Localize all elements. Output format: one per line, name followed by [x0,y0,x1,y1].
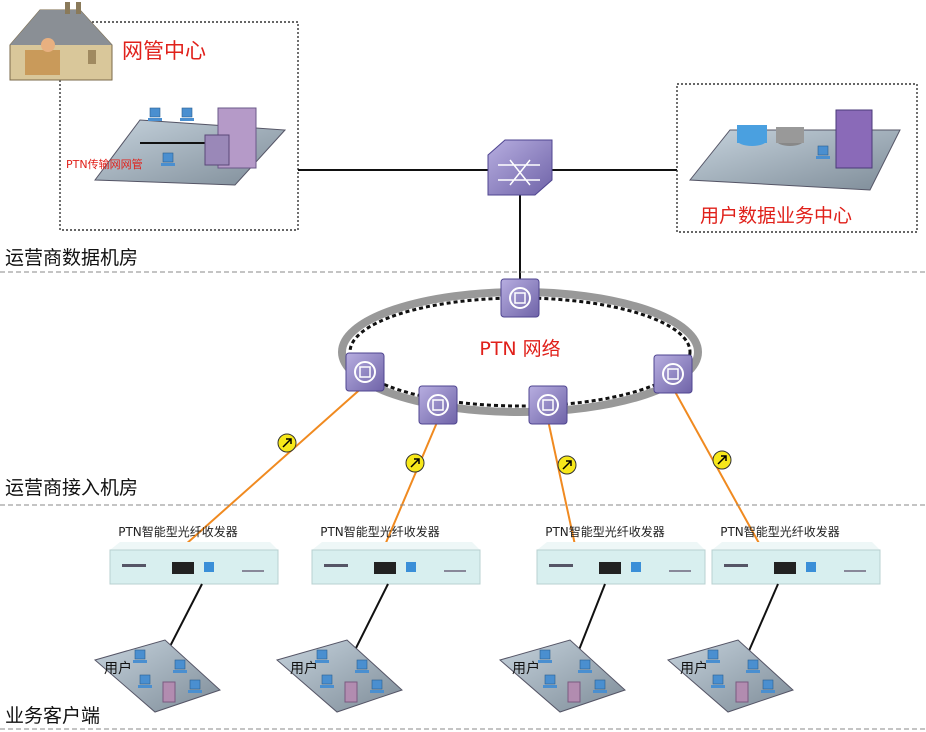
fiber-connector-icon [557,455,577,475]
fiber-connector-icon [277,433,297,453]
transceiver-label: PTN智能型光纤收发器 [545,524,665,539]
ptn-network-label: PTN 网络 [479,338,560,360]
zone-label-client: 业务客户端 [5,705,100,727]
transceiver-device-icon [109,541,279,585]
transceiver-label: PTN智能型光纤收发器 [320,524,440,539]
user-label: 用户 [680,660,708,677]
ptn-node-icon [500,278,540,318]
house-icon [9,2,113,81]
zone-label-data-room: 运营商数据机房 [5,247,138,269]
fiber-connector-icon [405,453,425,473]
transceiver-label: PTN智能型光纤收发器 [118,524,238,539]
transceiver-group-4: PTN智能型光纤收发器 用户 [668,524,881,712]
user-label: 用户 [104,660,132,677]
ptn-node-icon [528,385,568,425]
transceiver-group-2: PTN智能型光纤收发器 用户 [277,524,481,712]
ptn-node-icon [653,354,693,394]
user-data-center-title: 用户数据业务中心 [700,205,852,227]
core-switch-icon [487,139,553,196]
transceiver-device-icon [311,541,481,585]
user-label: 用户 [290,660,318,677]
transceiver-device-icon [711,541,881,585]
transceiver-group-1: PTN智能型光纤收发器 用户 [95,524,279,712]
ptn-node-icon [418,385,458,425]
nms-lan-icon [94,107,287,186]
nms-center-title: 网管中心 [122,39,206,63]
nms-center-box: 网管中心 PTN传输网网管 [9,2,299,231]
transceiver-label: PTN智能型光纤收发器 [720,524,840,539]
ptn-node-icon [345,352,385,392]
data-center-icon [689,109,901,191]
user-label: 用户 [512,660,540,677]
fiber-connector-icon [712,450,732,470]
nms-label: PTN传输网网管 [66,157,143,171]
transceiver-device-icon [536,541,706,585]
transceiver-group-3: PTN智能型光纤收发器 用户 [500,524,706,712]
zone-label-access-room: 运营商接入机房 [5,477,138,499]
user-data-center-box: 用户数据业务中心 [676,83,918,233]
